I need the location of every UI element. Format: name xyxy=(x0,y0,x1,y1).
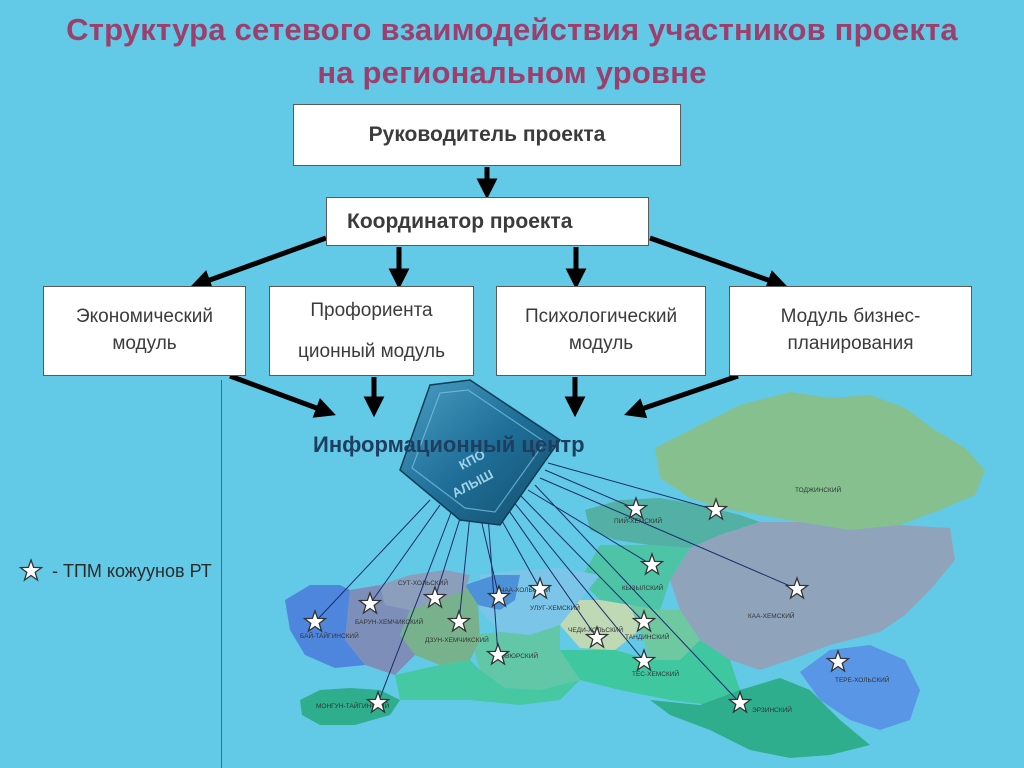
arrow-biz-info xyxy=(624,373,739,419)
region-chaa-khol xyxy=(465,575,520,610)
svg-text:ТОДЖИНСКИЙ: ТОДЖИНСКИЙ xyxy=(795,485,842,494)
info-center-label: Информационный центр xyxy=(313,432,585,457)
region-south-strip xyxy=(395,660,580,705)
region-tes-khem xyxy=(560,640,740,705)
flow-arrows xyxy=(190,167,788,419)
emblem-rays xyxy=(314,462,798,704)
svg-text:КАА-ХЕМСКИЙ: КАА-ХЕМСКИЙ xyxy=(748,611,795,620)
region-erzin xyxy=(650,678,870,758)
region-kaa-khem xyxy=(670,522,955,670)
prof-module-box: Профориента ционный модуль xyxy=(269,286,474,376)
region-bai-taiga xyxy=(285,585,365,668)
svg-text:КЫЗЫЛСКИЙ: КЫЗЫЛСКИЙ xyxy=(622,583,664,592)
svg-text:ДЗУН-ХЕМЧИКСКИЙ: ДЗУН-ХЕМЧИКСКИЙ xyxy=(425,635,489,644)
region-dzun-khem xyxy=(400,585,480,665)
svg-text:УЛУГ-ХЕМСКИЙ: УЛУГ-ХЕМСКИЙ xyxy=(530,603,580,612)
svg-text:ЧАА-ХОЛЬСКИЙ: ЧАА-ХОЛЬСКИЙ xyxy=(500,585,551,594)
region-todzha xyxy=(655,392,985,530)
prof-module-label-1: Профориента xyxy=(310,300,433,321)
coordinator-label: Координатор проекта xyxy=(347,209,573,233)
svg-text:ТЕРЕ-ХОЛЬСКИЙ: ТЕРЕ-ХОЛЬСКИЙ xyxy=(835,675,890,684)
coordinator-box: Координатор проекта xyxy=(326,197,649,246)
svg-text:ЭРЗИНСКИЙ: ЭРЗИНСКИЙ xyxy=(752,705,792,714)
title-line-1: Структура сетевого взаимодействия участн… xyxy=(66,12,958,47)
info-center-emblem: КПО АЛЫШ xyxy=(399,379,562,526)
biz-module-box: Модуль бизнес-планирования xyxy=(729,286,972,376)
star-icon xyxy=(19,559,43,581)
psy-module-label: Психологический модуль xyxy=(524,306,678,354)
arrow-coord-econ xyxy=(190,235,327,290)
divider-line xyxy=(221,380,222,768)
svg-text:СУТ-ХОЛЬСКИЙ: СУТ-ХОЛЬСКИЙ xyxy=(398,578,448,587)
legend: - ТПМ кожуунов РТ xyxy=(18,558,212,584)
svg-text:ТЕС-ХЕМСКИЙ: ТЕС-ХЕМСКИЙ xyxy=(632,669,679,678)
svg-text:МОНГУН-ТАЙГИНСКИЙ: МОНГУН-ТАЙГИНСКИЙ xyxy=(316,701,389,710)
econ-module-box: Экономический модуль xyxy=(43,286,246,376)
prof-module-label-2: ционный модуль xyxy=(298,341,445,362)
svg-text:ТАНДИНСКИЙ: ТАНДИНСКИЙ xyxy=(625,632,670,641)
legend-label: - ТПМ кожуунов РТ xyxy=(52,560,212,581)
leader-label: Руководитель проекта xyxy=(368,123,606,146)
psy-module-box: Психологический модуль xyxy=(496,286,706,376)
region-tere-khol xyxy=(800,645,920,730)
biz-module-label: Модуль бизнес-планирования xyxy=(780,306,921,354)
arrow-coord-biz xyxy=(649,235,788,290)
title-line-2: на региональном уровне xyxy=(317,55,707,90)
page-title: Структура сетевого взаимодействия участн… xyxy=(0,8,1024,94)
arrow-econ-info xyxy=(229,373,336,418)
region-chedi-khol xyxy=(560,600,640,650)
region-mongun-taiga xyxy=(300,688,400,725)
region-sut-khol xyxy=(380,570,470,610)
svg-text:БАРУН-ХЕМЧИКСКИЙ: БАРУН-ХЕМЧИКСКИЙ xyxy=(355,617,424,626)
leader-box: Руководитель проекта xyxy=(293,104,681,166)
svg-text:ОВЮРСКИЙ: ОВЮРСКИЙ xyxy=(500,651,538,660)
econ-module-label: Экономический модуль xyxy=(76,306,213,354)
svg-text:БАЙ-ТАЙГИНСКИЙ: БАЙ-ТАЙГИНСКИЙ xyxy=(300,631,359,640)
